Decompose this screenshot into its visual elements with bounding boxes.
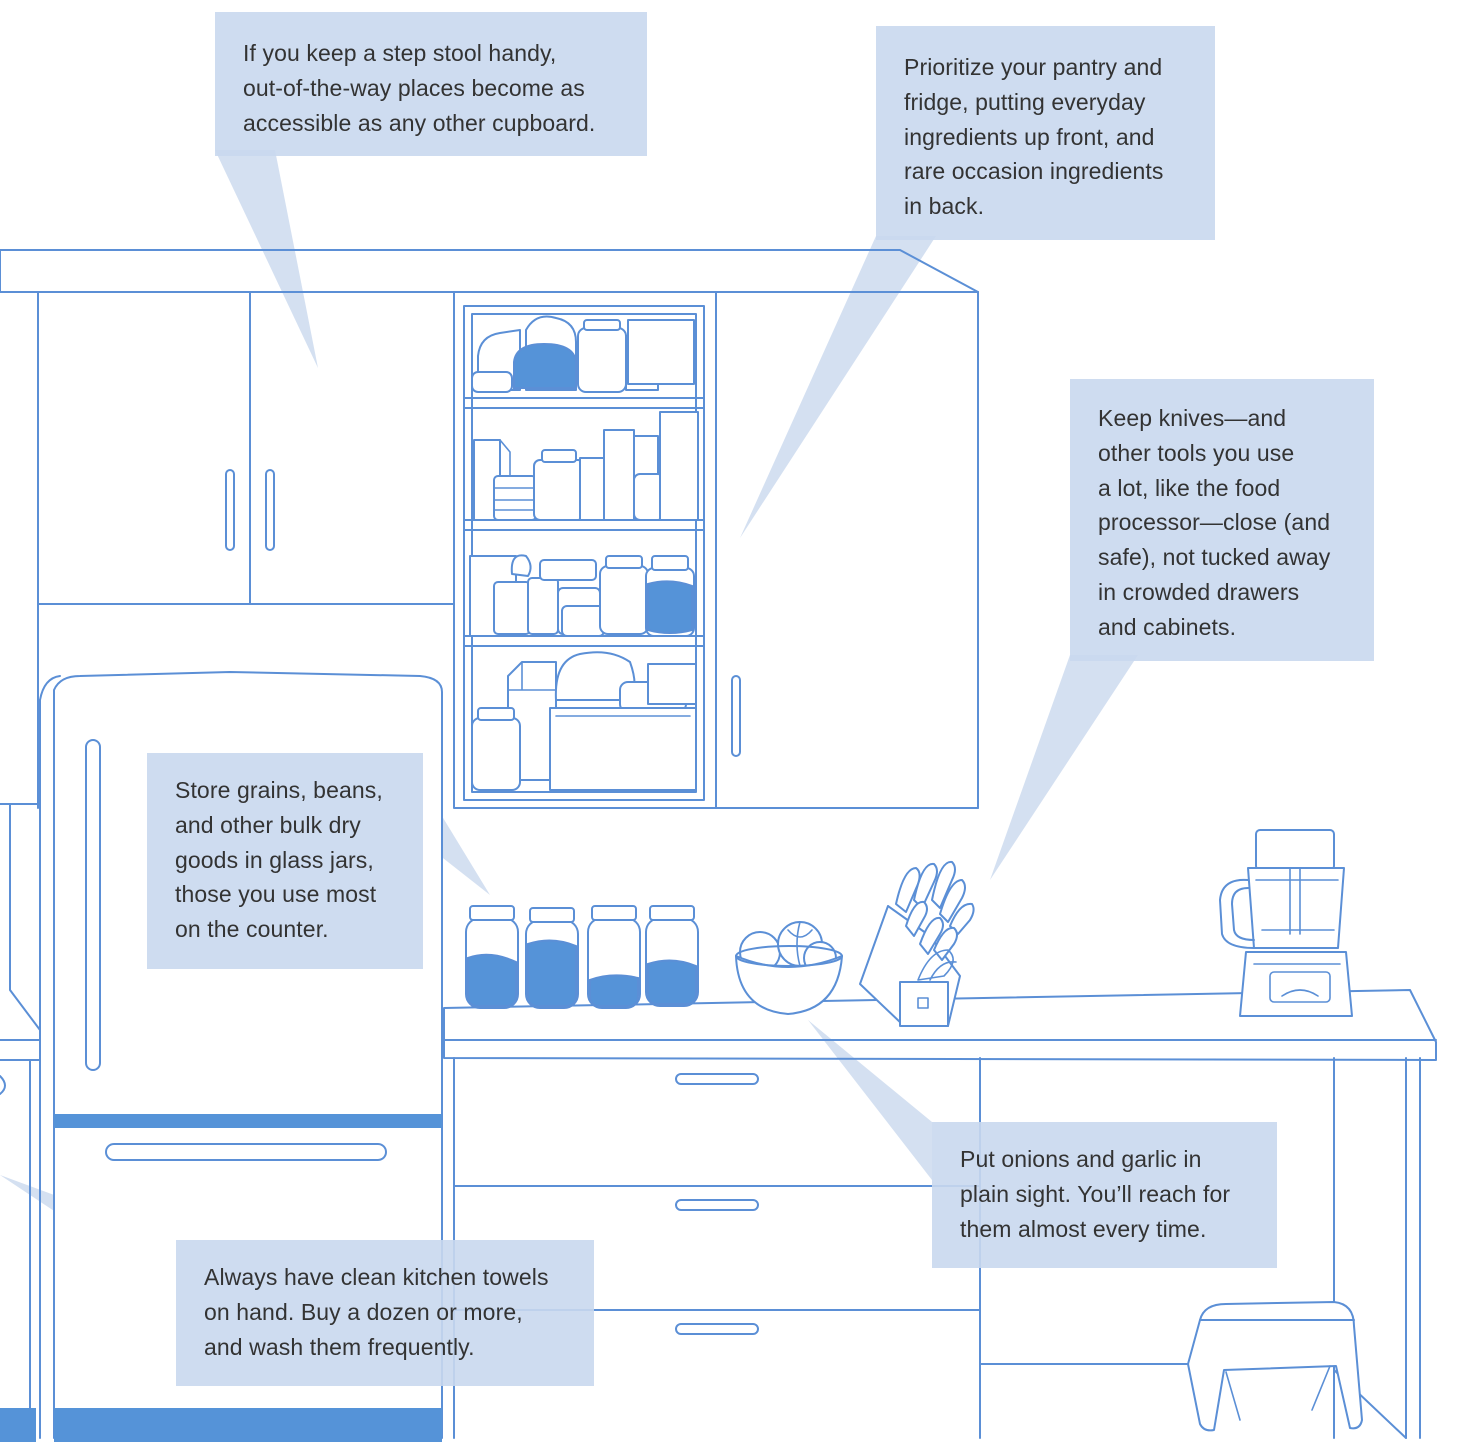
left-appliance <box>0 803 41 1409</box>
step-stool <box>1187 1301 1363 1432</box>
onion-bowl <box>735 921 843 1015</box>
towels-callout: Always have clean kitchen towels on hand… <box>176 1240 594 1386</box>
knives-callout-tail <box>990 655 1138 880</box>
glass-jars <box>465 905 699 1009</box>
pantry-shelves <box>463 305 705 801</box>
pantry-callout: Prioritize your pantry and fridge, putti… <box>876 26 1215 240</box>
knife-block <box>859 860 975 1027</box>
pantry-callout-tail <box>740 236 936 538</box>
knives-callout: Keep knives—and other tools you use a lo… <box>1070 379 1374 661</box>
onions-callout: Put onions and garlic in plain sight. Yo… <box>932 1122 1277 1268</box>
jars-callout: Store grains, beans, and other bulk dry … <box>147 753 423 969</box>
onions-callout-tail <box>808 1020 932 1180</box>
upper-cabinets <box>0 249 979 809</box>
step-stool-callout-tail <box>215 150 318 368</box>
food-processor <box>1219 829 1353 1017</box>
step-stool-callout: If you keep a step stool handy, out-of-t… <box>215 12 647 156</box>
